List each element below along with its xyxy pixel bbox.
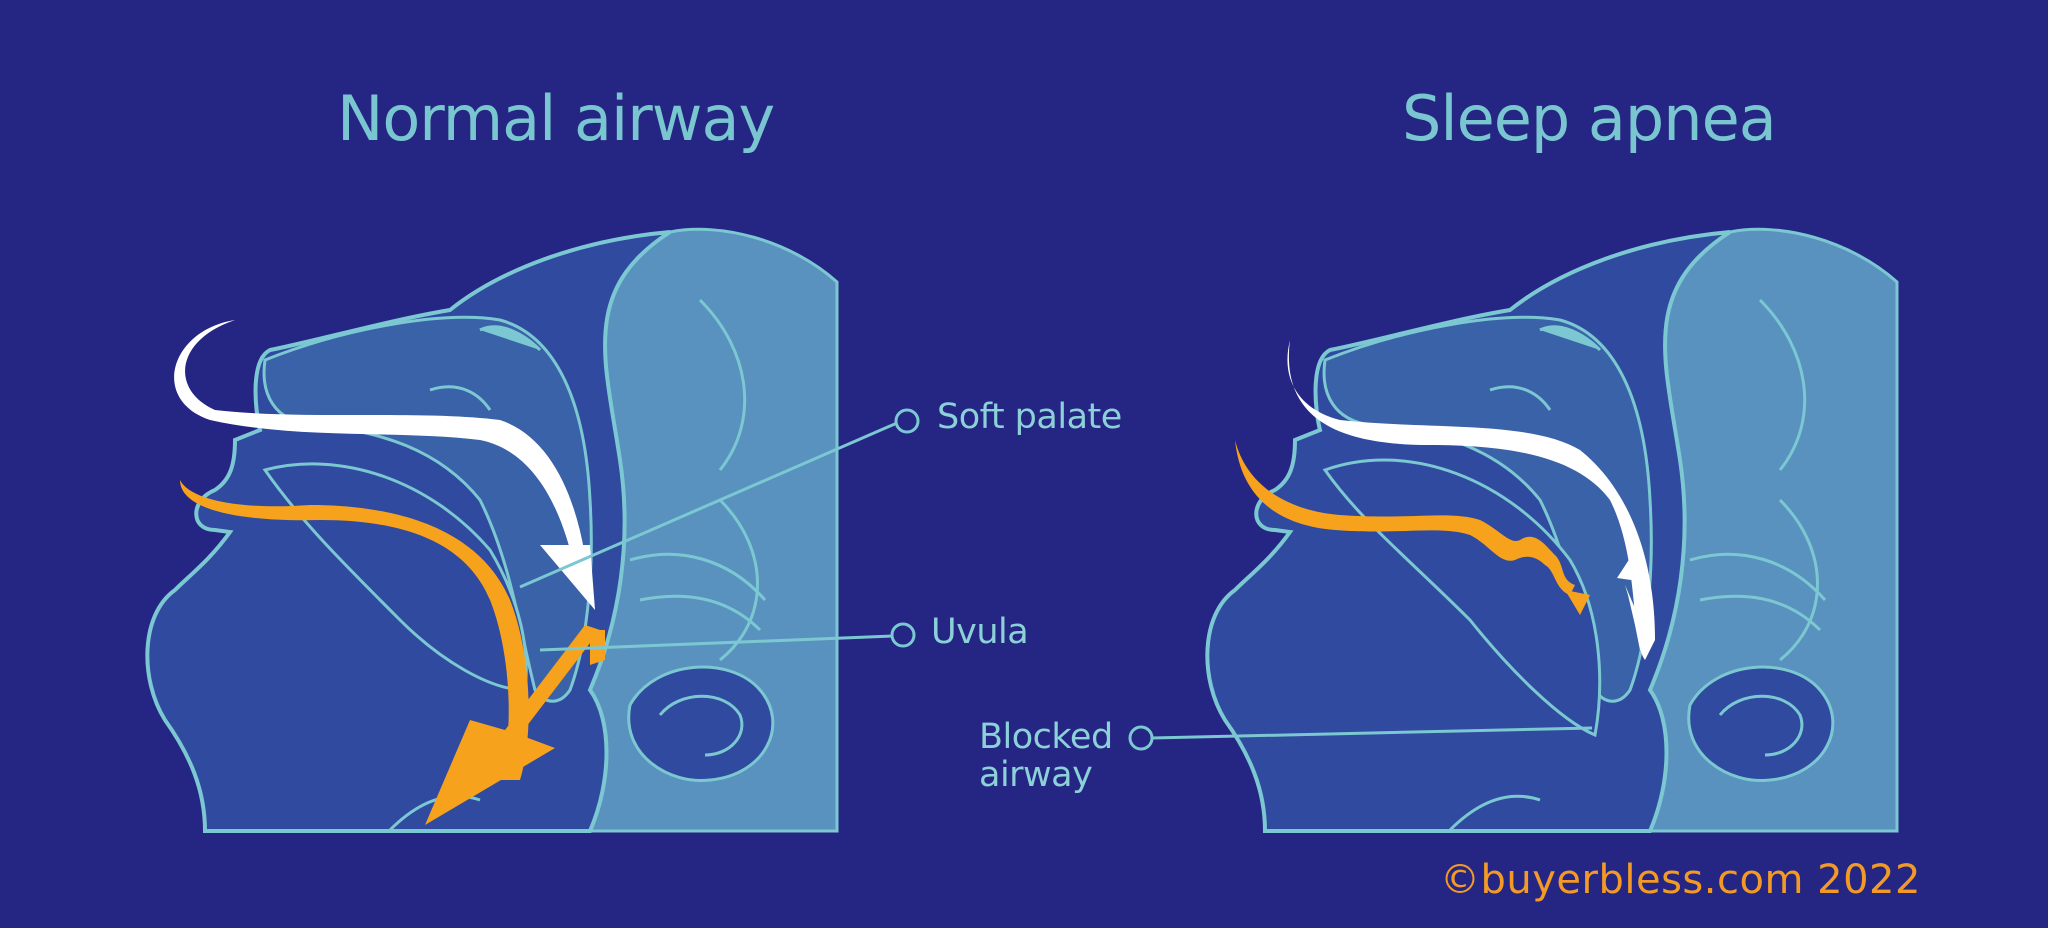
- sleep-apnea-title: Sleep apnea: [1402, 82, 1776, 155]
- blocked-airway-label-line1: Blocked: [979, 718, 1113, 756]
- uvula-marker: [892, 624, 914, 646]
- sleep-apnea-panel: [1207, 229, 1897, 831]
- blocked-airway-label-line2: airway: [979, 756, 1113, 794]
- soft-palate-marker: [896, 410, 918, 432]
- blocked-airway-label: Blocked airway: [979, 718, 1113, 794]
- copyright-credit: ©buyerbless.com 2022: [1440, 857, 1921, 903]
- blocked-airway-marker: [1130, 727, 1152, 749]
- normal-airway-panel: [116, 37, 837, 831]
- soft-palate-label: Soft palate: [937, 398, 1122, 436]
- normal-airway-title: Normal airway: [337, 82, 774, 155]
- uvula-label: Uvula: [931, 613, 1028, 651]
